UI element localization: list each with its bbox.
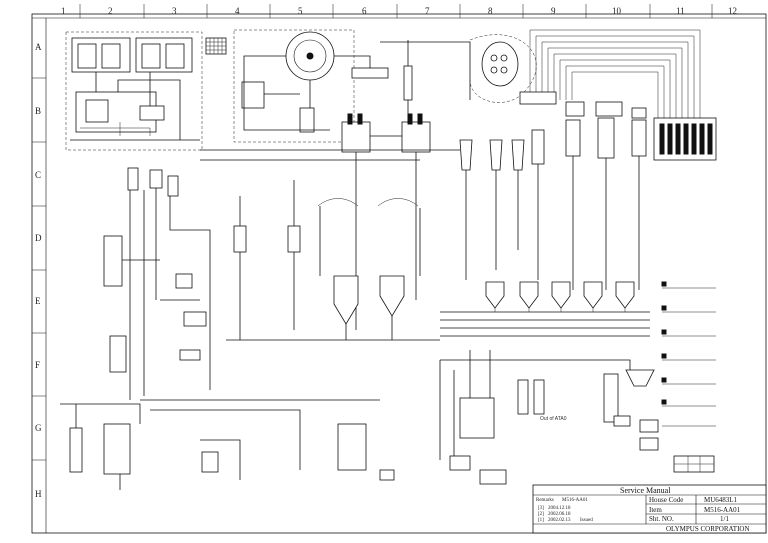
row-label-c: C [35,170,41,180]
column-label-11: 11 [676,6,685,16]
revision-2-mark: [2] [538,512,544,517]
sht-no-value: 1/1 [720,515,729,523]
row-ruler: A B C D E F G H [32,42,46,499]
revision-3-mark: [3] [538,506,544,511]
legend-area [661,281,716,473]
column-label-10: 10 [612,6,622,16]
column-label-4: 4 [235,6,240,16]
syringe-pumps [341,113,431,330]
reagent-line-bundle [519,29,701,120]
revision-3-date: 2004.12.18 [548,506,571,511]
title-block: Service Manual Remarks M516-AA01 [3] 200… [532,484,767,534]
revision-1-note: Issued [580,518,593,523]
fluidics-label: Out of ATA0 [540,416,567,422]
revision-1-mark: [1] [538,518,544,523]
rinse-unit-block [65,31,203,151]
column-label-12: 12 [728,6,737,16]
wash-nozzle-array [653,117,717,161]
company-name: OLYMPUS CORPORATION [666,525,750,533]
row-label-b: B [35,106,41,116]
reaction-disk-block [233,29,389,143]
reaction-cell-row [440,281,650,337]
revision-2-date: 2002.06.18 [548,512,571,517]
column-label-5: 5 [298,6,303,16]
column-ruler: 1 2 3 4 5 6 7 8 9 10 11 12 [61,4,737,18]
row-label-h: H [35,489,42,499]
column-label-2: 2 [108,6,113,16]
remarks-value: M516-AA01 [562,498,588,503]
revision-1-date: 2002.02.13 [548,518,571,523]
sample-pump-group [103,167,211,400]
column-label-3: 3 [172,6,177,16]
row-label-f: F [35,360,40,370]
row-label-e: E [35,296,41,306]
lower-left-tanks [60,399,395,490]
column-label-6: 6 [362,6,367,16]
row-label-a: A [35,42,42,52]
column-label-8: 8 [488,6,493,16]
probe-coil [469,34,537,103]
house-code-value: MU6483L1 [704,496,738,504]
row-label-d: D [35,233,42,243]
valve-manifold-grid [205,37,227,55]
title-block-header: Service Manual [620,486,671,495]
row-label-g: G [35,423,42,433]
column-label-1: 1 [61,6,66,16]
sht-no-label: Sht. NO. [649,515,674,523]
reaction-funnels [459,117,647,290]
mixing-cones [317,198,421,340]
remarks-label: Remarks [536,498,554,503]
reagent-column [380,40,471,120]
item-label: Item [649,506,662,514]
dilution-syringes [200,149,460,341]
sheet-border [31,13,767,534]
house-code-label: House Code [649,496,683,504]
item-value: M516-AA01 [704,506,741,514]
column-label-7: 7 [425,6,430,16]
waste-module: Out of ATA0 [439,350,659,485]
column-label-9: 9 [551,6,556,16]
